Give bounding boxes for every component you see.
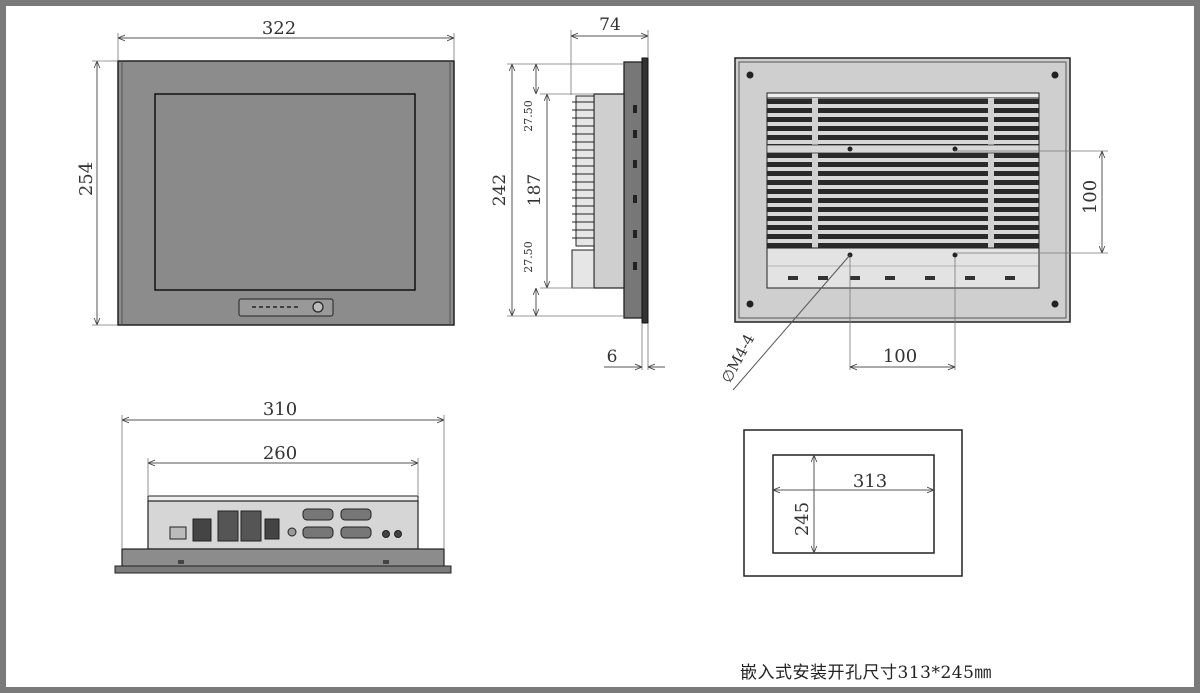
cutout-dimensions: 313 245 [773, 455, 934, 553]
cutout-view [743, 429, 963, 577]
front-height-label: 254 [76, 162, 97, 196]
cutout-opening [772, 454, 935, 554]
bottom-overall-width-label: 310 [263, 399, 297, 420]
bottom-io-panel [147, 500, 419, 550]
front-dimensions: 322 254 [76, 18, 455, 326]
cutout-caption: 嵌入式安装开孔尺寸313*245㎜ [740, 663, 992, 683]
rear-vesa-vertical-label: 100 [1080, 180, 1101, 214]
side-inner-height-label: 187 [525, 174, 545, 206]
technical-drawing: 322 254 74 [76, 15, 1108, 577]
side-view [571, 57, 649, 324]
front-indicator-strip [238, 298, 334, 317]
cutout-height-label: 245 [792, 502, 813, 536]
cutout-width-label: 313 [853, 471, 887, 492]
bottom-inner-width-label: 260 [263, 443, 297, 464]
drawing-sheet: 322 254 74 [6, 6, 1194, 687]
bottom-view [114, 495, 452, 574]
side-depth-label: 74 [599, 15, 621, 35]
side-bezel-thickness-label: 6 [607, 347, 618, 367]
rear-io-area [766, 247, 1040, 289]
rear-vesa-horizontal-label: 100 [883, 346, 917, 367]
rear-screw-label: ∅M4-4 [718, 331, 759, 386]
display-screen [154, 93, 416, 291]
heat-sink-fins [572, 95, 595, 247]
side-overall-height-label: 242 [490, 174, 510, 206]
front-view [117, 60, 455, 326]
rear-heat-sink [766, 97, 1040, 249]
side-dimensions: 74 242 187 27.50 27.50 6 [490, 15, 665, 370]
side-upper-offset-label: 27.50 [522, 100, 535, 132]
power-button [312, 301, 324, 313]
side-chassis [593, 93, 625, 289]
side-lower-offset-label: 27.50 [522, 241, 535, 273]
rear-view [734, 57, 1071, 323]
front-width-label: 322 [262, 18, 296, 39]
bottom-dimensions: 310 260 [121, 399, 445, 548]
